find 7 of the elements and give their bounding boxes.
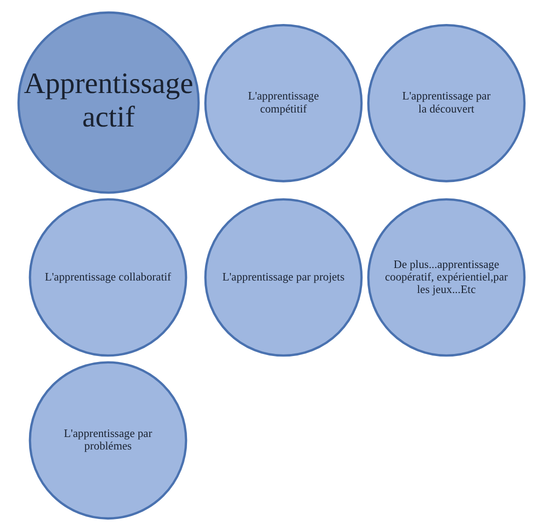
node-circle: L'apprentissage collaboratif <box>28 198 188 357</box>
node-circle: De plus...apprentissage coopératif, expérientiel,par les jeux...Etc <box>367 198 526 357</box>
node-circle: L'apprentissage par la découvert <box>367 24 526 182</box>
node-circle: L'apprentissage par problémes <box>28 361 188 520</box>
node-circle: Apprentissage actif <box>17 11 200 194</box>
node-circle: L'apprentissage par projets <box>204 198 363 357</box>
node-circle: L'apprentissage compétitif <box>204 24 363 182</box>
